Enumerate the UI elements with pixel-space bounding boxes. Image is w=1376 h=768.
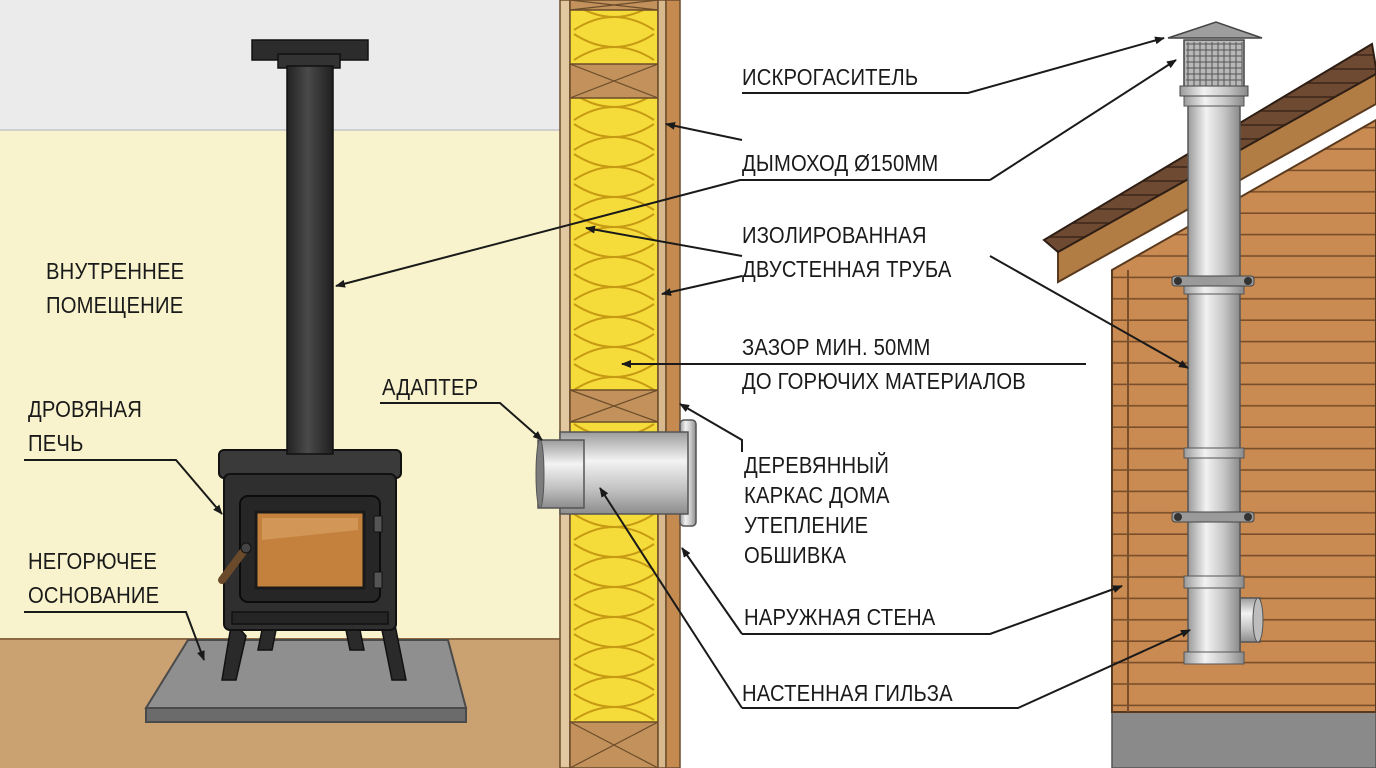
label-base-line1: НЕГОРЮЧЕЕ	[28, 548, 158, 574]
leader-house-frame	[679, 403, 743, 452]
leader-layer-timber	[665, 121, 743, 141]
label-insulated-pipe-line1: ИЗОЛИРОВАННАЯ	[742, 222, 927, 248]
leader-base	[24, 611, 205, 661]
insulation-zigzag	[573, 333, 655, 361]
timber-block	[569, 0, 659, 11]
stove-legs	[221, 618, 407, 681]
label-spark-arrester: ИСКРОГАСИТЕЛЬ	[742, 64, 919, 90]
label-indoor-line2: ПОМЕЩЕНИЕ	[46, 292, 184, 318]
outer-sheathing	[657, 0, 667, 768]
spark-arrester	[1167, 21, 1263, 97]
insulation-zigzag	[573, 633, 655, 661]
leader-layer-insulation	[661, 275, 743, 296]
insulation-zigzag	[573, 33, 655, 61]
house-siding	[1111, 118, 1376, 713]
insulation-zigzag	[573, 153, 655, 181]
insulation-zigzag	[573, 663, 655, 691]
timber-block	[569, 389, 659, 423]
leader-chimney-outdoor	[989, 59, 1177, 181]
insulation-zigzag	[573, 243, 655, 271]
label-gap-line1: ЗАЗОР МИН. 50мм	[742, 334, 931, 360]
adapter-pipe	[537, 439, 585, 509]
label-layers-line2: КАРКАС ДОМА	[744, 482, 890, 508]
insulation-zigzag	[573, 693, 655, 721]
non-combustible-base	[144, 639, 468, 723]
insulation-zigzag	[573, 273, 655, 301]
insulation-zigzag	[573, 213, 655, 241]
label-wall-sleeve: НАСТЕННАЯ ГИЛЬЗА	[742, 680, 953, 706]
insulation-zigzag	[573, 513, 655, 541]
leader-outer-wall	[742, 585, 1123, 635]
leader-adapter	[380, 402, 543, 441]
leader-wall-sleeve-left	[599, 487, 743, 709]
label-outer-wall: НАРУЖНАЯ СТЕНА	[744, 604, 936, 630]
timber-block	[569, 63, 659, 99]
label-stove-line1: ДРОВЯНАЯ	[28, 396, 143, 422]
leader-stove	[24, 459, 223, 515]
leader-spark-arrester	[742, 36, 1165, 94]
leader-insulated-pipe-left	[585, 225, 743, 257]
insulation-zigzag	[573, 543, 655, 571]
timber-frame-blocks	[569, 0, 659, 768]
outdoor-insulated-chimney	[1171, 95, 1264, 665]
outer-wall-board	[665, 0, 681, 768]
insulation-zigzag	[573, 303, 655, 331]
insulation-zigzag	[573, 123, 655, 151]
insulation-zigzag	[573, 363, 655, 391]
label-stove-line2: ПЕЧЬ	[28, 430, 84, 456]
label-chimney: ДЫМОХОД Ø150мм	[742, 150, 939, 176]
timber-block	[569, 721, 659, 768]
insulation-zigzag	[573, 603, 655, 631]
leader-chimney	[335, 179, 990, 288]
label-base-line2: ОСНОВАНИЕ	[28, 582, 160, 608]
label-insulated-pipe-line2: ДВУСТЕННАЯ ТРУБА	[742, 256, 952, 282]
house-exterior	[1042, 42, 1376, 768]
label-gap-line2: ДО ГОРЮЧИХ МАТЕРИАЛОВ	[742, 368, 1026, 394]
label-layers-line3: УТЕПЛЕНИЕ	[744, 512, 869, 538]
leader-lines	[24, 36, 1191, 709]
adapter-and-wall-sleeve	[535, 419, 697, 527]
leader-outer-wall-left	[681, 547, 743, 635]
wall-cross-section	[559, 0, 681, 768]
label-adapter: АДАПТЕР	[382, 374, 479, 400]
foundation	[1111, 711, 1376, 768]
label-indoor-line1: ВНУТРЕННЕЕ	[46, 258, 185, 284]
insulation-zigzag	[573, 573, 655, 601]
leader-wall-sleeve	[742, 629, 1191, 709]
stove-handle	[218, 544, 250, 584]
indoor-flue-pipe	[251, 39, 369, 455]
label-layers-line1: ДЕРЕВЯННЫЙ	[744, 452, 890, 478]
wood-stove	[218, 449, 407, 681]
leader-insulated-pipe-right	[989, 255, 1189, 369]
inner-sheathing	[559, 0, 571, 768]
label-layers-line4: ОБШИВКА	[744, 542, 847, 568]
